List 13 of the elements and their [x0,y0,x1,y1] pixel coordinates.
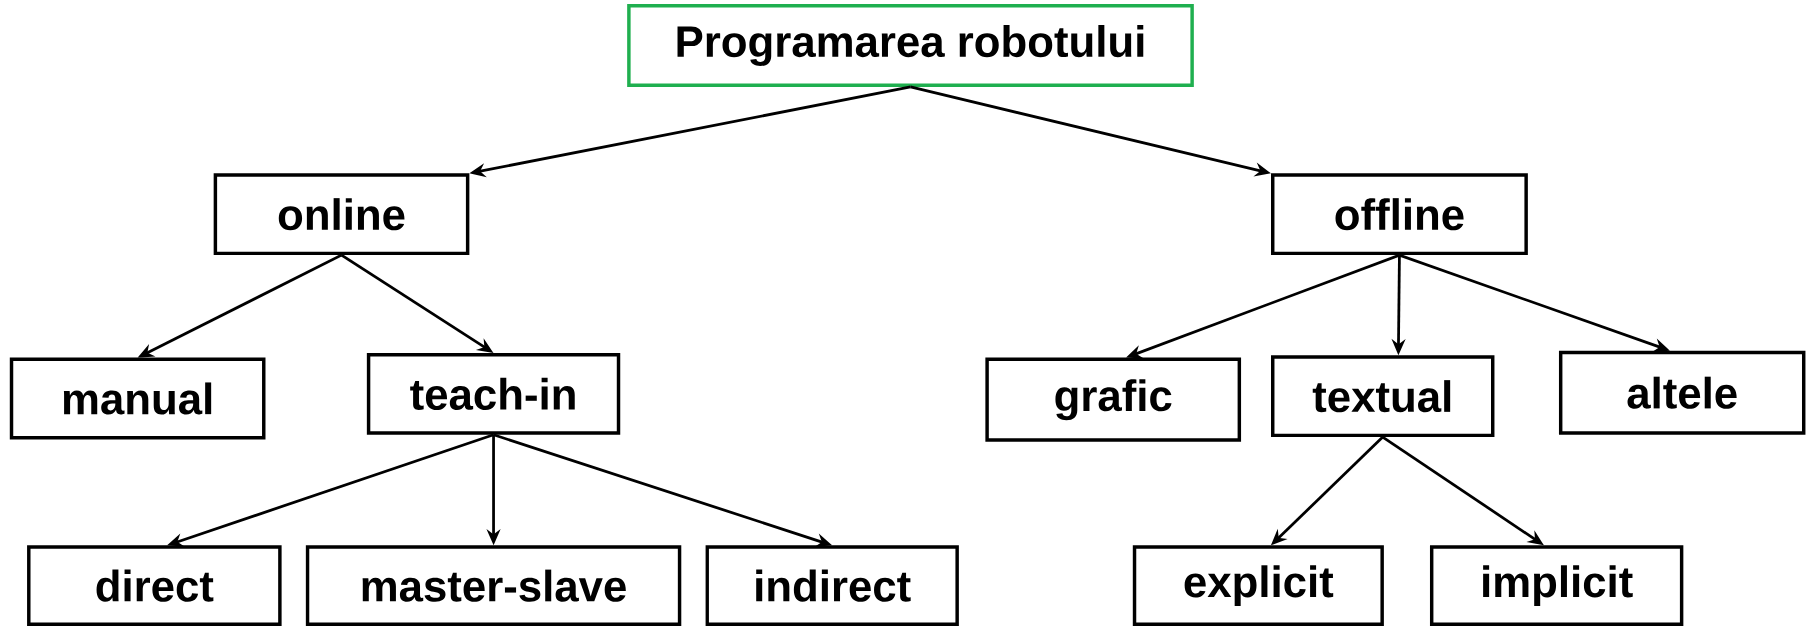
category-box: implicit [1429,545,1684,627]
title-box: Programarea robotului [627,4,1194,88]
category-box: master-slave [305,545,682,627]
category-box: indirect [705,545,959,627]
category-box: altele [1558,350,1806,436]
category-box: grafic [985,357,1242,442]
category-box: textual [1271,355,1495,438]
category-box: offline [1271,173,1528,256]
category-box: direct [27,545,282,627]
category-box: online [213,173,470,256]
category-box: explicit [1132,545,1384,627]
category-box: teach-in [366,353,621,436]
category-box: manual [9,357,266,440]
